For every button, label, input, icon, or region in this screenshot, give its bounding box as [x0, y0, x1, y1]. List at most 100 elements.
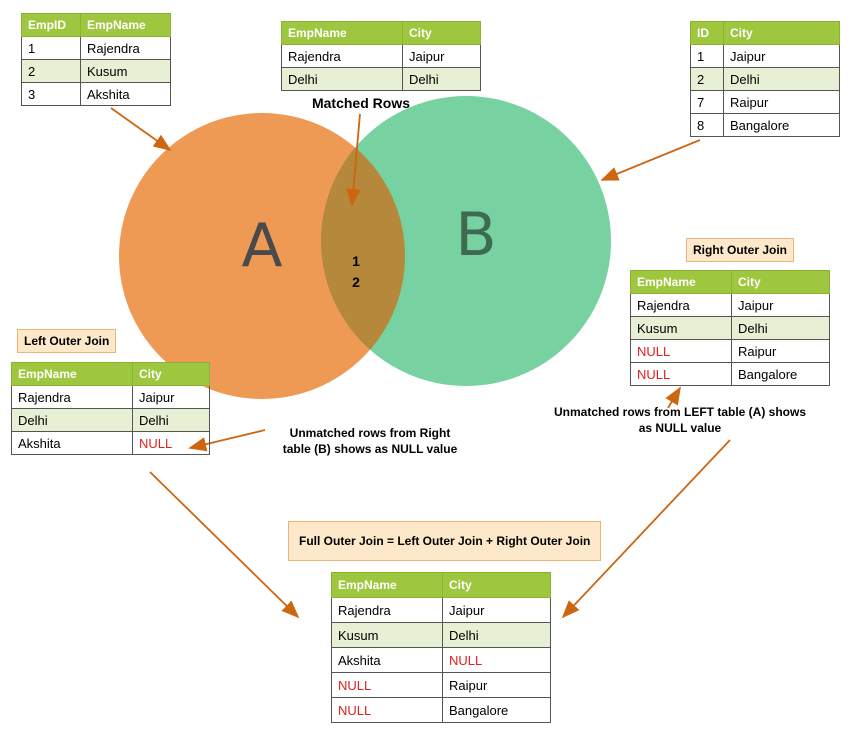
null-cell: NULL: [630, 362, 732, 386]
table-row: NULL Bangalore: [331, 697, 551, 723]
arrow-left-join-to-full: [149, 471, 300, 619]
table-cell: Delhi: [132, 408, 210, 432]
matched-header-city: City: [402, 21, 481, 45]
table-cell: 2: [21, 59, 81, 83]
table-row: Rajendra Jaipur: [281, 44, 481, 68]
table-row: Delhi Delhi: [11, 408, 210, 432]
null-cell: NULL: [442, 647, 551, 673]
table-cell: Akshita: [11, 431, 133, 455]
left-unmatched-note: Unmatched rows from Right table (B) show…: [270, 425, 470, 457]
left-join-table: EmpName City Rajendra Jaipur Delhi Delhi…: [11, 362, 210, 455]
table-row: Rajendra Jaipur: [630, 293, 830, 317]
table-row: Rajendra Jaipur: [11, 385, 210, 409]
table-cell: Jaipur: [731, 293, 830, 317]
table-row: 2 Kusum: [21, 59, 171, 83]
table-a-header-id: EmpID: [21, 13, 81, 37]
table-cell: Raipur: [442, 672, 551, 698]
table-b-header-city: City: [723, 21, 840, 45]
table-cell: Jaipur: [442, 597, 551, 623]
table-row: Akshita NULL: [11, 431, 210, 455]
null-cell: NULL: [331, 672, 443, 698]
full-join-header-city: City: [442, 572, 551, 598]
circle-b-label: B: [455, 200, 496, 270]
table-row: 8 Bangalore: [690, 113, 840, 137]
matched-table: EmpName City Rajendra Jaipur Delhi Delhi: [281, 21, 481, 91]
table-cell: Kusum: [80, 59, 171, 83]
overlap-line-2: 2: [352, 274, 360, 290]
right-join-table: EmpName City Rajendra Jaipur Kusum Delhi…: [630, 270, 830, 386]
table-cell: 1: [690, 44, 724, 68]
right-join-title: Right Outer Join: [686, 238, 794, 262]
right-join-header-name: EmpName: [630, 270, 732, 294]
table-cell: Rajendra: [331, 597, 443, 623]
table-row: NULL Raipur: [630, 339, 830, 363]
table-cell: Kusum: [331, 622, 443, 648]
table-cell: 8: [690, 113, 724, 137]
table-row: 7 Raipur: [690, 90, 840, 114]
table-cell: Delhi: [442, 622, 551, 648]
table-cell: 3: [21, 82, 81, 106]
table-row: NULL Raipur: [331, 672, 551, 698]
table-row: Kusum Delhi: [331, 622, 551, 648]
null-cell: NULL: [132, 431, 210, 455]
table-cell: 1: [21, 36, 81, 60]
matched-header-name: EmpName: [281, 21, 403, 45]
table-cell: Delhi: [402, 67, 481, 91]
null-cell: NULL: [630, 339, 732, 363]
table-cell: Jaipur: [402, 44, 481, 68]
table-cell: Delhi: [281, 67, 403, 91]
table-row: 2 Delhi: [690, 67, 840, 91]
table-cell: Jaipur: [132, 385, 210, 409]
matched-rows-label: Matched Rows: [312, 95, 410, 111]
table-cell: Rajendra: [630, 293, 732, 317]
table-cell: Raipur: [723, 90, 840, 114]
table-b: ID City 1 Jaipur 2 Delhi 7 Raipur 8 Bang…: [690, 21, 840, 137]
left-unmatched-line-2: table (B) shows as NULL value: [282, 442, 458, 456]
full-join-title: Full Outer Join = Left Outer Join + Righ…: [288, 521, 602, 561]
table-cell: Bangalore: [723, 113, 840, 137]
table-cell: 2: [690, 67, 724, 91]
table-cell: Delhi: [11, 408, 133, 432]
overlap-line-1: 1: [352, 253, 360, 269]
full-join-table: EmpName City Rajendra Jaipur Kusum Delhi…: [331, 572, 551, 723]
table-a-header-name: EmpName: [80, 13, 171, 37]
table-cell: Rajendra: [281, 44, 403, 68]
right-join-header-city: City: [731, 270, 830, 294]
null-cell: NULL: [331, 697, 443, 723]
left-join-header-city: City: [132, 362, 210, 386]
arrow-matched-to-overlap: [346, 113, 361, 207]
table-cell: Kusum: [630, 316, 732, 340]
table-cell: Jaipur: [723, 44, 840, 68]
table-cell: Raipur: [731, 339, 830, 363]
table-cell: Delhi: [723, 67, 840, 91]
table-row: Delhi Delhi: [281, 67, 481, 91]
table-cell: Akshita: [331, 647, 443, 673]
table-a: EmpID EmpName 1 Rajendra 2 Kusum 3 Akshi…: [21, 13, 171, 106]
table-b-header-id: ID: [690, 21, 724, 45]
table-cell: Akshita: [80, 82, 171, 106]
table-cell: Bangalore: [442, 697, 551, 723]
table-row: 1 Rajendra: [21, 36, 171, 60]
table-cell: Delhi: [731, 316, 830, 340]
left-unmatched-line-1: Unmatched rows from Right: [289, 426, 451, 440]
table-row: NULL Bangalore: [630, 362, 830, 386]
right-unmatched-note: Unmatched rows from LEFT table (A) shows…: [525, 404, 835, 436]
table-row: 3 Akshita: [21, 82, 171, 106]
right-unmatched-line-2: as NULL value: [638, 421, 722, 435]
table-row: Kusum Delhi: [630, 316, 830, 340]
table-cell: 7: [690, 90, 724, 114]
arrow-right-join-to-full: [561, 439, 731, 619]
left-join-title: Left Outer Join: [17, 329, 117, 353]
table-row: 1 Jaipur: [690, 44, 840, 68]
left-join-header-name: EmpName: [11, 362, 133, 386]
table-cell: Rajendra: [11, 385, 133, 409]
table-row: Rajendra Jaipur: [331, 597, 551, 623]
full-join-header-name: EmpName: [331, 572, 443, 598]
arrow-table-b-to-circle: [600, 139, 701, 181]
arrow-table-a-to-circle: [110, 107, 172, 152]
arrow-right-note-to-null: [665, 386, 681, 409]
table-cell: Bangalore: [731, 362, 830, 386]
circle-a-label: A: [241, 211, 282, 281]
right-unmatched-line-1: Unmatched rows from LEFT table (A) shows: [553, 405, 807, 419]
